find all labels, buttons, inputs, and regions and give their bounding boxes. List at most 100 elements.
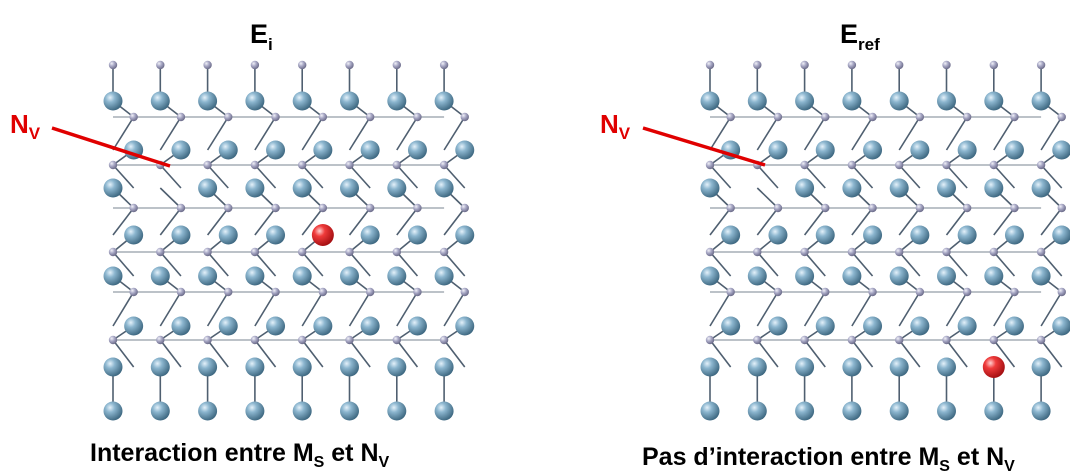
nonmetal-atom	[868, 287, 877, 297]
bond	[206, 251, 229, 277]
metal-atom	[103, 178, 123, 198]
nonmetal-atom	[773, 287, 783, 297]
nonmetal-atom	[773, 112, 783, 122]
metal-atom	[815, 225, 835, 245]
metal-atom	[842, 357, 862, 377]
nonmetal-atom	[318, 112, 328, 122]
metal-atom	[407, 225, 427, 245]
nonmetal-atom	[318, 287, 328, 297]
bond	[1040, 339, 1063, 368]
nonmetal-atom	[1036, 247, 1046, 257]
metal-atom	[387, 401, 407, 421]
metal-atom	[150, 401, 170, 421]
metal-atom	[455, 140, 475, 160]
metal-atom	[455, 225, 475, 245]
bond	[756, 207, 779, 236]
metal-atom	[815, 316, 835, 336]
bond	[301, 251, 324, 277]
bond	[206, 339, 229, 368]
metal-atom-layer	[700, 91, 1070, 421]
nonmetal-atom	[705, 60, 715, 70]
nonmetal-atom	[895, 160, 904, 170]
bond	[159, 207, 182, 236]
metal-atom	[795, 178, 815, 198]
nonmetal-atom	[800, 160, 809, 170]
nonmetal-atom	[298, 60, 307, 70]
nonmetal-atom	[868, 112, 877, 122]
bond	[348, 339, 371, 368]
bond	[112, 251, 135, 277]
bond	[206, 207, 229, 236]
bond	[254, 251, 277, 277]
metal-atom	[1004, 225, 1024, 245]
bond	[112, 116, 135, 151]
nonmetal-atom	[460, 287, 469, 297]
nonmetal-atom	[868, 203, 877, 213]
bond	[756, 339, 779, 368]
metal-atom	[150, 91, 170, 111]
bond	[206, 116, 229, 151]
metal-atom	[103, 266, 123, 286]
nonmetal-atom	[224, 287, 233, 297]
bond	[993, 207, 1016, 236]
metal-atom	[795, 266, 815, 286]
nonmetal-atom	[250, 335, 260, 345]
bond	[396, 339, 419, 368]
metal-atom	[292, 91, 312, 111]
bond	[1040, 116, 1063, 151]
nonmetal-atom	[439, 60, 449, 70]
small-atom-layer	[108, 60, 469, 345]
bond	[1040, 251, 1063, 277]
bond	[254, 339, 277, 368]
bond	[254, 164, 277, 189]
metal-atom	[434, 91, 454, 111]
bond	[301, 291, 324, 327]
nonmetal-atom	[847, 60, 857, 70]
nonmetal-atom	[203, 60, 212, 70]
metal-atom	[266, 225, 286, 245]
metal-atom	[434, 178, 454, 198]
metal-atom	[124, 225, 144, 245]
metal-atom	[795, 357, 815, 377]
metal-atom	[103, 357, 123, 377]
metal-atom	[387, 91, 407, 111]
metal-atom	[360, 225, 380, 245]
metal-atom	[407, 316, 427, 336]
nonmetal-atom	[1036, 60, 1046, 70]
nonmetal-atom	[203, 247, 212, 257]
metal-atom	[313, 316, 333, 336]
metal-atom	[434, 401, 454, 421]
bond	[993, 339, 1016, 368]
bond	[851, 291, 874, 327]
metal-atom-layer	[103, 91, 475, 421]
metal-atom	[842, 178, 862, 198]
bond	[709, 251, 732, 277]
vacancy-pointer-line	[51, 126, 171, 168]
metal-atom	[747, 357, 767, 377]
metal-atom	[340, 178, 359, 198]
nonmetal-atom	[821, 112, 830, 122]
metal-atom	[266, 140, 286, 160]
bond	[803, 339, 826, 368]
bond	[159, 251, 182, 277]
bond	[301, 207, 324, 236]
nonmetal-atom	[413, 112, 422, 122]
bond	[396, 116, 419, 151]
bond	[709, 116, 732, 151]
metal-atom	[889, 266, 909, 286]
bond	[443, 116, 466, 151]
nonmetal-atom	[156, 247, 165, 257]
metal-atom	[313, 140, 333, 160]
nonmetal-atom	[1057, 203, 1066, 213]
bond	[993, 116, 1016, 151]
bond	[945, 207, 968, 236]
metal-atom	[768, 140, 788, 160]
bond	[112, 339, 135, 368]
nonmetal-atom	[821, 287, 830, 297]
bond	[1040, 291, 1063, 327]
nonmetal-atom	[176, 287, 186, 297]
metal-atom	[360, 316, 380, 336]
nonmetal-atom	[298, 247, 307, 257]
nonmetal-atom	[847, 335, 857, 345]
metal-atom	[863, 140, 883, 160]
